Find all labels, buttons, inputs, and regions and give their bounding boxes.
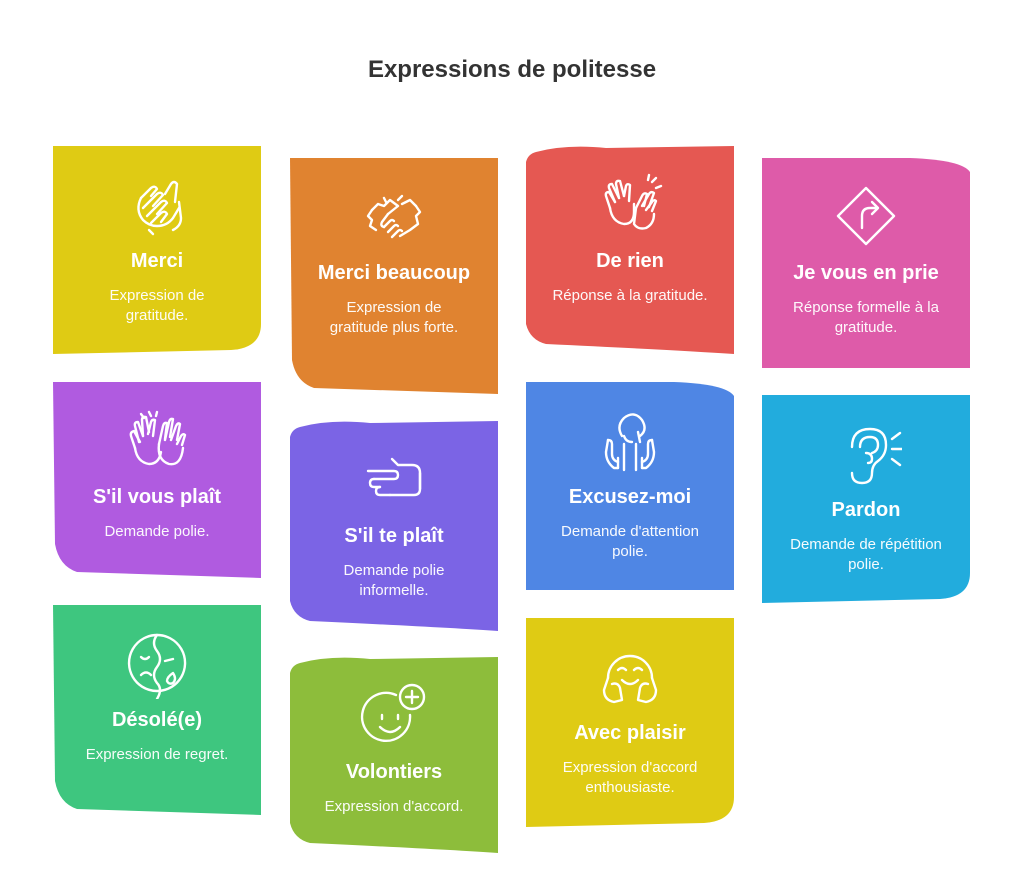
ear-icon <box>830 417 904 489</box>
clapping-hands-icon <box>121 168 193 240</box>
smile-plus-icon <box>358 679 430 751</box>
card-background <box>290 158 498 394</box>
card-description: Expression de regret. <box>85 746 229 763</box>
card-title: S'il te plaît <box>344 525 444 547</box>
card-background <box>290 421 498 631</box>
card-background <box>762 395 970 603</box>
page-title: Expressions de politesse <box>367 56 657 83</box>
handshake-icon <box>358 180 430 252</box>
happy-face-hands-icon <box>594 640 666 712</box>
card-description: Expression de gratitude plus forte. <box>329 299 459 336</box>
card-title: Merci beaucoup <box>317 262 471 284</box>
card-title: Merci <box>130 250 184 272</box>
card-title: Je vous en prie <box>793 262 939 284</box>
card-description: Expression d'accord enthousiaste. <box>562 759 698 796</box>
card-9: Désolé(e) Expression de regret. <box>53 605 261 815</box>
sad-face-icon <box>121 627 193 701</box>
card-background <box>290 657 498 853</box>
card-background <box>53 605 261 815</box>
card-title: S'il vous plaît <box>92 486 222 508</box>
card-background <box>526 146 734 354</box>
person-hands-icon <box>594 404 666 476</box>
card-title: Désolé(e) <box>111 709 203 731</box>
card-description: Expression de gratitude. <box>109 287 205 324</box>
card-background <box>526 618 734 827</box>
card-description: Demande d'attention polie. <box>561 523 699 560</box>
card-title: Volontiers <box>345 761 443 783</box>
card-title: De rien <box>596 250 664 272</box>
card-title: Avec plaisir <box>574 722 686 744</box>
card-background <box>762 158 970 368</box>
card-background <box>526 382 734 590</box>
card-background <box>53 146 261 354</box>
card-title: Excusez-moi <box>568 486 692 508</box>
card-background <box>53 382 261 578</box>
card-description: Réponse formelle à la gratitude. <box>793 299 939 336</box>
card-description: Demande polie informelle. <box>343 562 445 599</box>
card-content: Désolé(e) Expression de regret. <box>53 627 261 815</box>
pointing-hand-icon <box>358 443 430 515</box>
waving-hands-icon <box>594 168 666 240</box>
raised-hands-icon <box>121 404 193 476</box>
card-title: Pardon <box>831 499 901 521</box>
card-description: Demande polie. <box>104 523 210 540</box>
card-description: Expression d'accord. <box>324 798 464 815</box>
card-description: Demande de répétition polie. <box>790 536 942 573</box>
card-description: Réponse à la gratitude. <box>552 287 708 304</box>
turn-sign-icon <box>830 180 902 252</box>
